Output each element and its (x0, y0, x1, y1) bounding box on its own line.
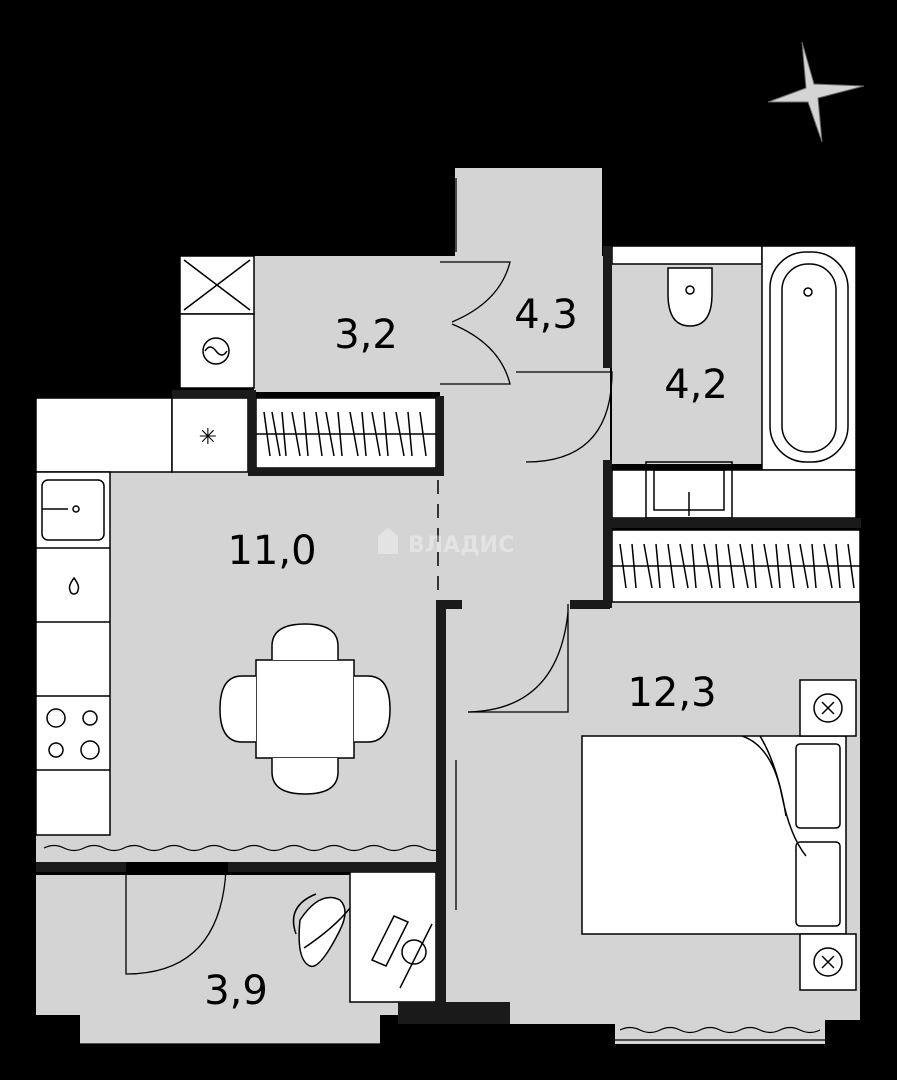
stove-burner-3 (48, 742, 64, 758)
dining-chair-right (354, 675, 391, 743)
stove-burner-1 (46, 708, 66, 728)
desk-laptop (370, 915, 410, 967)
wall-storage-bottom (248, 468, 440, 476)
wall-hall-bathroom-lower (603, 460, 612, 608)
fridge-box (171, 397, 249, 473)
wardrobe-storage (255, 397, 437, 469)
lamp-icon-bottom (813, 947, 843, 977)
room-area-balcony: 3,9 (204, 968, 268, 1014)
storage-door-upper (440, 261, 511, 323)
boiler-icon (202, 337, 230, 365)
balcony-door (125, 869, 227, 975)
bathroom-door (516, 371, 613, 463)
dining-chair-left (219, 675, 256, 743)
toilet-wall (611, 245, 763, 265)
desk-lamp (401, 939, 427, 965)
boiler-box (179, 313, 255, 389)
kitchen-sink (41, 479, 105, 541)
bedroom-step-floor (510, 1010, 620, 1024)
storage-floor (254, 256, 444, 392)
wall-hall-bathroom-upper (603, 246, 612, 368)
room-area-kitchen: 11,0 (227, 528, 316, 574)
storage-door-lower (440, 323, 511, 385)
bathtub-box (761, 245, 857, 471)
office-chair-back (292, 893, 351, 949)
dining-chair-bottom (271, 758, 339, 795)
room-area-storage: 3,2 (334, 312, 398, 358)
wall-kitchen-balcony-right (228, 862, 438, 872)
lamp-cross-top (821, 701, 835, 715)
sink-counter (611, 469, 857, 519)
wall-kitchen-balcony-left (36, 862, 126, 872)
bedroom-window (619, 1026, 821, 1034)
kitchen-counter-top (35, 397, 173, 473)
ventilation-cross-b (183, 259, 251, 311)
room-area-bathroom: 4,2 (664, 362, 728, 408)
windows (43, 844, 825, 1045)
balcony-step-floor (80, 1010, 380, 1044)
watermark-text: ВЛАДИС (408, 533, 514, 558)
wall-hall-bedroom (570, 600, 610, 609)
boiler-wave (204, 346, 228, 356)
walls (36, 246, 861, 1024)
lamp-cross-bottom (821, 955, 835, 969)
compass-icon (767, 41, 865, 143)
watermark-logo-icon (378, 528, 398, 554)
pillow-top (795, 743, 841, 829)
kitchen-counter-side (35, 471, 111, 836)
lamp-icon-top (813, 693, 843, 723)
dining-chair-top (271, 623, 339, 660)
dining-table (255, 659, 355, 759)
office-chair (298, 896, 346, 968)
wall-storage-right (436, 396, 444, 476)
dishwasher-drop-icon (68, 576, 80, 595)
wall-bathroom-bottom (603, 518, 861, 528)
toilet (667, 267, 713, 327)
kitchen-window (43, 844, 445, 852)
desk-lamp-arm (399, 923, 433, 989)
hall-floor (440, 256, 610, 612)
room-area-hall: 4,3 (514, 292, 578, 338)
wall-storage-left (248, 390, 256, 474)
bathtub (769, 251, 849, 463)
wall-hall-left (436, 600, 462, 609)
wall-fridge-top (172, 390, 254, 398)
room-area-bedroom: 12,3 (627, 670, 716, 716)
bed (581, 735, 847, 935)
bathtub-drain (803, 287, 813, 297)
bathtub-inner (781, 263, 837, 453)
stove-burner-4 (80, 740, 100, 760)
bedroom-door-arc (467, 611, 569, 713)
doors (125, 178, 613, 975)
wall-entrance-bottom (398, 1002, 510, 1024)
stove-burner-2 (82, 710, 98, 726)
bedroom-door (468, 604, 569, 713)
toilet-button (685, 285, 695, 295)
wall-kitchen-hall (436, 600, 446, 1010)
fridge-snowflake-icon: ✳ (199, 425, 217, 450)
fixture-details: ✳ (36, 251, 860, 989)
pillow-bottom (795, 841, 841, 927)
hall-upper-floor (455, 168, 602, 260)
kitchen-sink-drain (72, 505, 80, 513)
